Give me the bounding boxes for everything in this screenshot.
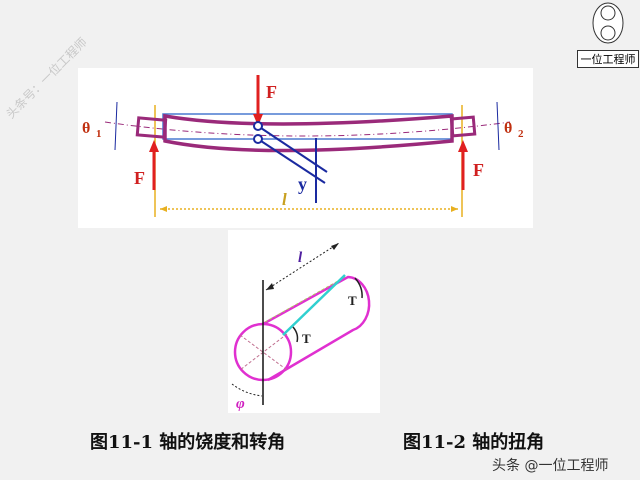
theta1-mark xyxy=(114,101,118,151)
torque-arrow-front xyxy=(292,326,299,343)
footer-watermark: 头条 @一位工程师 xyxy=(492,458,609,474)
length-label: l xyxy=(282,190,287,209)
right-reaction-label: F xyxy=(473,160,484,180)
left-reaction-label: F xyxy=(134,168,145,188)
length-dimension xyxy=(265,242,340,291)
logo-emblem-icon xyxy=(592,2,624,44)
theta2-label: θ xyxy=(504,120,512,137)
deflection-centerline xyxy=(104,121,511,137)
torque-label-back: T xyxy=(348,293,357,308)
top-force-label: F xyxy=(266,82,277,102)
deflected-beam xyxy=(163,113,454,153)
shaft-length-label: l xyxy=(298,250,303,266)
figure2-panel xyxy=(228,230,380,413)
right-journal xyxy=(449,115,477,138)
angle-label: φ xyxy=(236,396,245,412)
shaft-body xyxy=(262,275,371,382)
figure2-caption: 图11-2 轴的扭角 xyxy=(403,432,545,453)
torque-label-front: T xyxy=(302,331,311,346)
left-journal xyxy=(135,116,168,139)
deflection-label: y xyxy=(298,174,307,194)
torque-arrow-back xyxy=(354,277,363,299)
theta1-subscript: 1 xyxy=(96,128,102,140)
theta2-mark xyxy=(496,101,500,151)
theta2-subscript: 2 xyxy=(518,128,524,140)
figure1-caption: 图11-1 轴的饶度和转角 xyxy=(90,432,286,453)
theta1-label: θ xyxy=(82,120,90,137)
logo: 一位工程师 xyxy=(577,2,639,68)
logo-text: 一位工程师 xyxy=(577,50,639,68)
angle-arc xyxy=(231,383,263,397)
twist-line xyxy=(282,274,346,336)
